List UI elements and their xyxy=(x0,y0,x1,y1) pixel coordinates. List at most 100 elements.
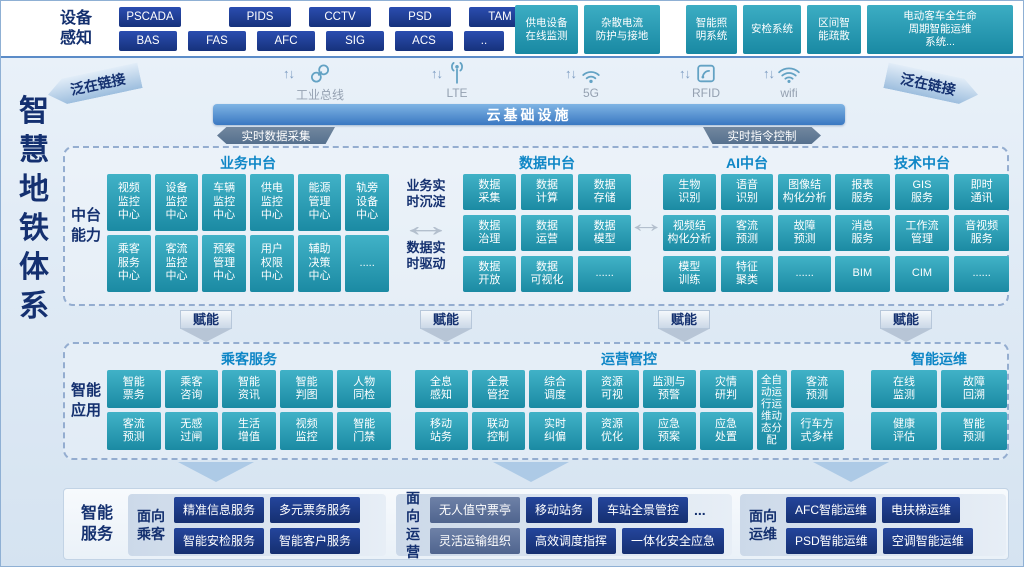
device-perception-label: 设备感知 xyxy=(59,10,92,47)
service-box: 智能安检服务 xyxy=(174,527,265,554)
business-platform-group: 业务中台 视频 监控 中心设备 监控 中心车辆 监控 中心供电 监控 中心能源 … xyxy=(107,153,389,292)
app-cell: 综合 调度 xyxy=(528,370,582,408)
smart-maintenance-grid: 在线 监测故障 回溯健康 评估智能 预测 xyxy=(871,370,1007,450)
updown-arrows-icon: ↑↓ xyxy=(283,66,295,81)
operation-column: 全景 管控 联动 控制 xyxy=(471,370,525,450)
device-system-box: PIDS xyxy=(229,7,291,27)
app-cell: 全息 感知 xyxy=(414,370,468,408)
ai-platform-group: AI中台 生物 识别语音 识别图像结 构化分析视频结 构化分析客流 预测故障 预… xyxy=(663,153,831,292)
operation-column: 客流 预测 行车方 式多样 xyxy=(790,370,844,450)
app-cell: 健康 评估 xyxy=(871,412,937,450)
app-cell: 智能 票务 xyxy=(107,370,161,408)
cloud-infrastructure-bar: 云基础设施 xyxy=(213,104,845,125)
device-system-box: PSCADA xyxy=(119,7,181,27)
platform-cell: GIS 服务 xyxy=(894,174,950,210)
platform-cell: ..... xyxy=(345,235,389,292)
conn-rfid: ↑↓ RFID xyxy=(679,61,720,100)
down-arrow-icon xyxy=(881,329,931,342)
app-cell: 行车方 式多样 xyxy=(790,412,844,450)
app-cell: 生活 增值 xyxy=(222,412,276,450)
service-box: PSD智能运维 xyxy=(786,527,877,554)
platform-cell: 数据 存储 xyxy=(578,174,631,210)
exchange-bottom-label: 数据实 时驱动 xyxy=(406,240,446,271)
device-teal-box: 供电设备 在线监测 xyxy=(515,5,578,54)
down-arrow-icon xyxy=(813,462,889,482)
service-box: 灵活运输组织 xyxy=(429,527,520,554)
middle-platform-panel: 中台能力 业务中台 视频 监控 中心设备 监控 中心车辆 监控 中心供电 监控 … xyxy=(63,146,1009,306)
platform-cell: 音视频 服务 xyxy=(954,215,1009,251)
ai-platform-title: AI中台 xyxy=(726,155,768,171)
app-cell: 智能 门禁 xyxy=(337,412,391,450)
app-cell: 故障 回溯 xyxy=(941,370,1007,408)
device-teal-box: 杂散电流 防护与接地 xyxy=(584,5,660,54)
platform-cell: 客流 监控 中心 xyxy=(154,235,199,292)
platform-cell: 报表 服务 xyxy=(835,174,890,210)
platform-cell: 供电 监控 中心 xyxy=(250,174,294,231)
device-teal-row: 供电设备 在线监测杂散电流 防护与接地智能照 明系统安检系统区间智 能疏散电动客… xyxy=(515,5,1013,54)
conn-label: 工业总线 xyxy=(296,88,345,102)
app-cell: 全景 管控 xyxy=(471,370,525,408)
empower-arrow: 赋能 xyxy=(646,310,722,342)
platform-cell: CIM xyxy=(894,256,950,292)
app-cell: 资源 优化 xyxy=(585,412,639,450)
device-system-box: ACS xyxy=(395,31,453,51)
platform-cell: 数据 开放 xyxy=(463,256,516,292)
app-cell: 应急 预案 xyxy=(642,412,696,450)
app-cell: 联动 控制 xyxy=(471,412,525,450)
passenger-service-grid: 智能 票务乘客 咨询智能 资讯智能 判图人物 同检客流 预测无感 过闸生活 增值… xyxy=(107,370,391,450)
operation-column: 综合 调度 实时 纠偏 xyxy=(528,370,582,450)
facing-operation-label: 面向运营 xyxy=(405,490,420,560)
updown-arrows-icon: ↑↓ xyxy=(565,66,577,81)
conn-industrial-bus: ↑↓ 工业总线 xyxy=(283,61,344,103)
app-cell: 客流 预测 xyxy=(107,412,161,450)
platform-cell: 能源 管理 中心 xyxy=(297,174,342,231)
platform-cell: 客流 预测 xyxy=(720,215,774,251)
down-arrow-icon xyxy=(421,329,471,342)
service-group-maintenance: 面向运维 AFC智能运维 电扶梯运维 PSD智能运维 空调智能运维 xyxy=(740,494,1006,556)
app-cell: 智能 预测 xyxy=(941,412,1007,450)
platform-cell: 设备 监控 中心 xyxy=(154,174,199,231)
service-box: 无人值守票亭 xyxy=(429,496,520,523)
exchange-top-label: 业务实 时沉淀 xyxy=(406,178,446,209)
passenger-service-group: 乘客服务 智能 票务乘客 咨询智能 资讯智能 判图人物 同检客流 预测无感 过闸… xyxy=(107,349,391,450)
platform-cell: 语音 识别 xyxy=(720,174,774,210)
operation-column: 资源 可视 资源 优化 xyxy=(585,370,639,450)
app-cell: 客流 预测 xyxy=(790,370,844,408)
ai-platform-grid: 生物 识别语音 识别图像结 构化分析视频结 构化分析客流 预测故障 预测模型 训… xyxy=(663,174,831,292)
device-system-box: AFC xyxy=(257,31,315,51)
down-arrow-icon xyxy=(181,329,231,342)
platform-cell: 故障 预测 xyxy=(778,215,831,251)
device-system-box: FAS xyxy=(188,31,246,51)
service-box: 高效调度指挥 xyxy=(525,527,616,554)
conn-wifi: ↑↓ wifi xyxy=(763,61,802,100)
platform-cell: BIM xyxy=(835,256,890,292)
service-group-operation: 面向运营 无人值守票亭 移动站务 车站全景管控 ... 灵活运输组织 高效调度指… xyxy=(396,490,732,560)
more-ellipsis: ... xyxy=(694,501,706,518)
platform-cell: 乘客 服务 中心 xyxy=(107,235,151,292)
empower-label: 赋能 xyxy=(657,310,710,329)
empower-arrow: 赋能 xyxy=(868,310,944,342)
conn-5g: ↑↓ 5G xyxy=(565,61,604,100)
middle-platform-label: 中台能力 xyxy=(70,207,101,244)
platform-cell: 图像结 构化分析 xyxy=(778,174,831,210)
platform-cell: 特征 聚类 xyxy=(720,256,774,292)
empower-label: 赋能 xyxy=(179,310,232,329)
platform-cell: 轨旁 设备 中心 xyxy=(345,174,389,231)
data-platform-title: 数据中台 xyxy=(519,155,575,171)
platform-cell: 模型 训练 xyxy=(663,256,716,292)
platform-cell: 即时 通讯 xyxy=(954,174,1009,210)
service-box: 智能客户服务 xyxy=(270,527,361,554)
app-cell: 人物 同检 xyxy=(337,370,391,408)
empower-label: 赋能 xyxy=(419,310,472,329)
app-cell: 无感 过闸 xyxy=(164,412,219,450)
operation-control-row: 全息 感知 移动 站务 全景 管控 联动 控制 综合 调度 实时 纠偏 资源 可… xyxy=(403,370,855,450)
platform-cell: 数据 可视化 xyxy=(520,256,574,292)
operation-control-group: 运营管控 全息 感知 移动 站务 全景 管控 联动 控制 综合 调度 实时 纠偏 xyxy=(403,349,855,450)
empower-arrow: 赋能 xyxy=(168,310,244,342)
down-arrow-icon xyxy=(659,329,709,342)
service-box: AFC智能运维 xyxy=(786,496,877,523)
data-platform-grid: 数据 采集数据 计算数据 存储数据 治理数据 运营数据 模型数据 开放数据 可视… xyxy=(463,174,631,292)
